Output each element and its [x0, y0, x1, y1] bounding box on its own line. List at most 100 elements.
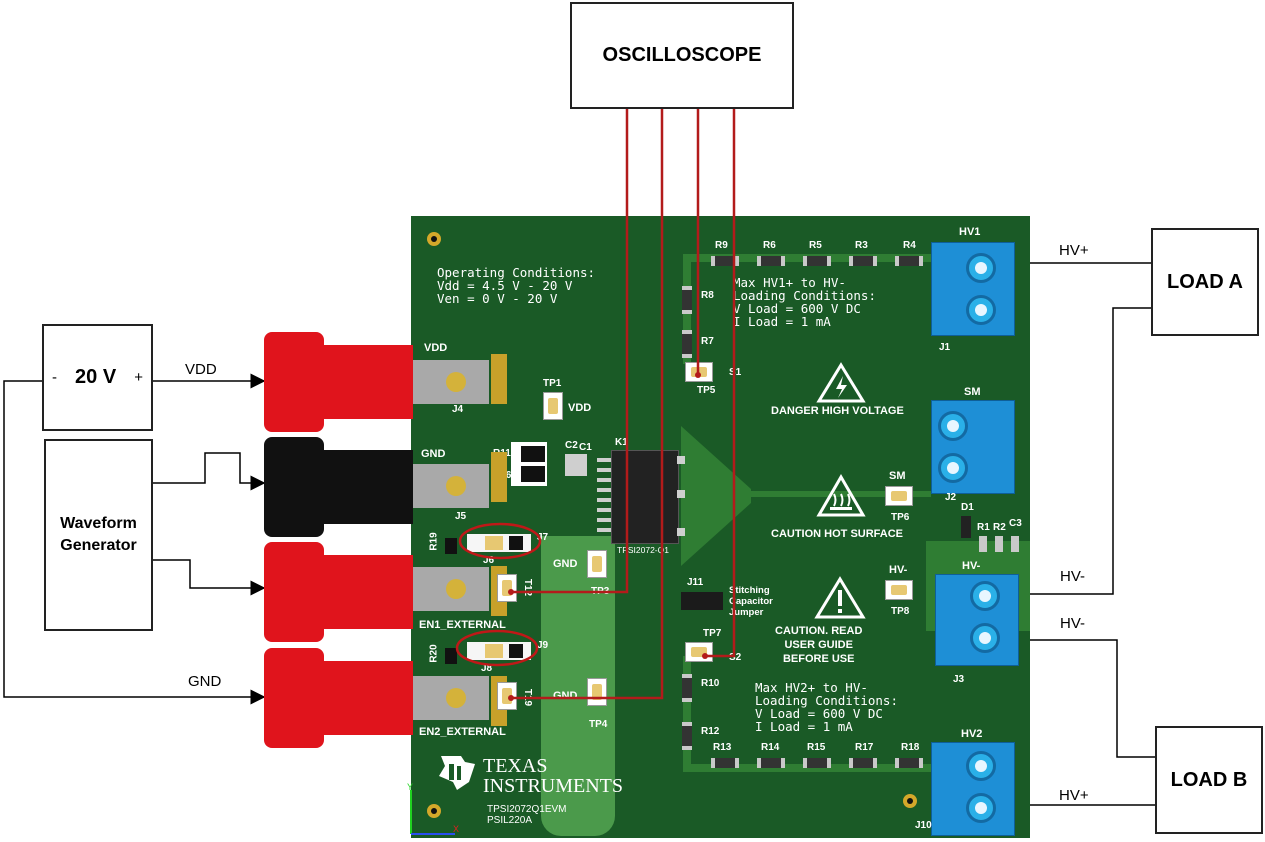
tp8[interactable]	[885, 580, 913, 600]
tp3-gnd-label: GND	[553, 558, 578, 570]
j10-screw-1[interactable]	[966, 751, 996, 781]
oscilloscope-box: OSCILLOSCOPE	[570, 2, 794, 109]
hv1-plus-label: HV+	[1059, 242, 1089, 259]
j1-screw-2[interactable]	[966, 295, 996, 325]
j7-label: J7	[537, 532, 549, 543]
t12-point[interactable]	[497, 574, 517, 602]
r9-label: R9	[715, 240, 728, 251]
hv2-terminal-label: HV2	[961, 728, 983, 740]
tp1[interactable]	[543, 392, 563, 420]
j2-screw-1[interactable]	[938, 411, 968, 441]
hv-minus-a-wire	[1020, 307, 1151, 595]
hv-minus-b-wire	[1020, 639, 1155, 758]
mounting-hole	[427, 232, 441, 246]
j8-shunt[interactable]	[485, 644, 503, 658]
j1-terminal	[931, 242, 1015, 336]
c2-label: C2	[565, 440, 578, 451]
tp4-gnd-label: GND	[553, 690, 578, 702]
j6-label: J6	[483, 555, 495, 566]
waveform-wire	[153, 452, 266, 491]
waveform-generator-label: Waveform Generator	[60, 515, 137, 554]
j1-screw-1[interactable]	[966, 253, 996, 283]
axis-indicator-icon: Y X	[407, 782, 459, 835]
caution-hot-label: CAUTION HOT SURFACE	[771, 528, 903, 540]
j3-label: J3	[953, 674, 965, 685]
j6-pin	[509, 536, 523, 550]
j6-shunt[interactable]	[485, 536, 503, 550]
hv-minus-b-label: HV-	[1060, 615, 1086, 632]
danger-label: DANGER HIGH VOLTAGE	[771, 405, 904, 417]
r5-part	[803, 256, 831, 266]
r3-label: R3	[855, 240, 868, 251]
load-b-label: LOAD B	[1170, 768, 1248, 791]
stitching-label: Stitching Capacitor Jumper	[729, 585, 773, 618]
d1-label: D1	[961, 502, 974, 513]
t12-label: T12	[522, 578, 534, 597]
hv-minus-a-label: HV-	[1060, 568, 1086, 585]
r7-label: R7	[701, 336, 714, 347]
t19-point[interactable]	[497, 682, 517, 710]
tp3[interactable]	[587, 550, 607, 578]
hv1-terminal-label: HV1	[959, 226, 981, 238]
r15-part	[803, 758, 831, 768]
j2-terminal	[931, 400, 1015, 494]
svg-text:X: X	[453, 824, 459, 834]
tp8-hv-label: HV-	[889, 564, 908, 576]
high-voltage-icon	[816, 362, 866, 403]
tp6-label: TP6	[891, 512, 910, 523]
r10-label: R10	[701, 678, 720, 689]
d1-part	[961, 516, 971, 538]
r4-part	[895, 256, 923, 266]
caution-icon	[814, 576, 866, 619]
k1-label: K1	[615, 437, 628, 448]
tp6[interactable]	[885, 486, 913, 506]
gnd-wire	[3, 380, 266, 705]
r7-part	[682, 330, 692, 358]
j3-screw-1[interactable]	[970, 581, 1000, 611]
j5-pad	[491, 452, 507, 502]
load-b-box: LOAD B	[1155, 726, 1263, 834]
ti-logo-icon	[439, 756, 475, 790]
c1-label: C1	[579, 442, 592, 453]
j4-pad	[491, 354, 507, 404]
tp6-sm-label: SM	[889, 470, 906, 482]
j3-screw-2[interactable]	[970, 623, 1000, 653]
vdd-wire-label: VDD	[185, 361, 217, 378]
c3-part	[1011, 536, 1019, 552]
r14-part	[757, 758, 785, 768]
tp5[interactable]	[685, 362, 713, 382]
supply-minus-label: -	[52, 369, 57, 386]
r3-part	[849, 256, 877, 266]
r13-part	[711, 758, 739, 768]
r1-part	[979, 536, 987, 552]
j2-screw-2[interactable]	[938, 453, 968, 483]
tp3-label: TP3	[591, 586, 610, 597]
gnd-connector-label: GND	[421, 448, 446, 460]
r12-part	[682, 722, 692, 750]
tp1-label: TP1	[543, 378, 562, 389]
stitching-jumper[interactable]	[681, 592, 723, 610]
r19-label: R19	[428, 532, 440, 551]
r12-label: R12	[701, 726, 720, 737]
mounting-hole	[903, 794, 917, 808]
caution-read-label: CAUTION. READ USER GUIDE BEFORE USE	[775, 625, 863, 665]
mounting-hole	[427, 804, 441, 818]
hv2-conditions: Max HV2+ to HV- Loading Conditions: V Lo…	[755, 680, 898, 734]
j3-terminal	[935, 574, 1019, 666]
load-a-box: LOAD A	[1151, 228, 1259, 336]
ic-pins-right	[677, 456, 685, 536]
j2-label: J2	[945, 492, 957, 503]
s1-label: S1	[729, 367, 742, 378]
j8-pin	[509, 644, 523, 658]
tp4[interactable]	[587, 678, 607, 706]
j10-screw-2[interactable]	[966, 793, 996, 823]
tp7[interactable]	[685, 642, 713, 662]
r20-label: R20	[428, 644, 440, 663]
r2-label: R2	[993, 522, 1006, 533]
board-pn-label: PSIL220A	[487, 815, 533, 826]
tp8-label: TP8	[891, 606, 910, 617]
r6-part	[757, 256, 785, 266]
supply-plus-label: +	[134, 369, 143, 386]
hv-trace	[683, 656, 691, 772]
